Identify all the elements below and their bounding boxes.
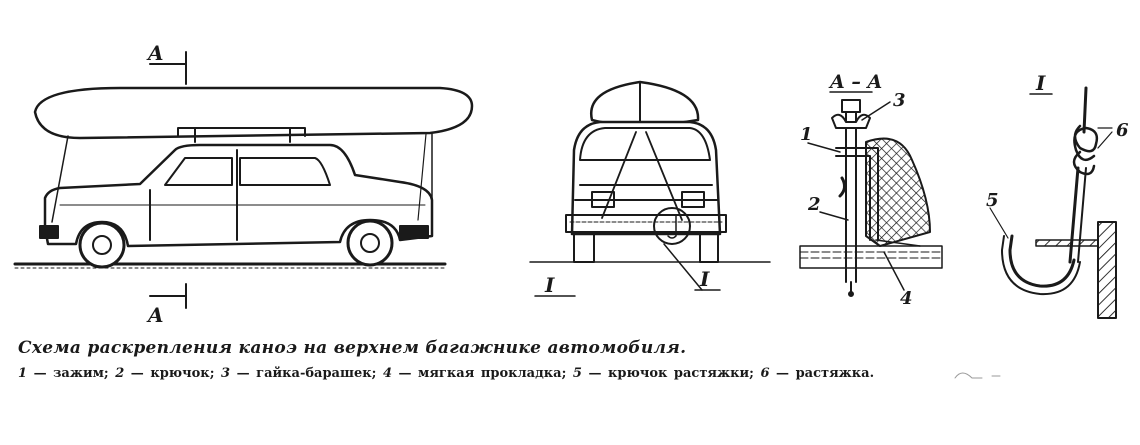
detail-i bbox=[989, 86, 1117, 319]
car-front-view bbox=[529, 80, 771, 297]
rope bbox=[1082, 86, 1088, 134]
label-section-aa: A – A bbox=[828, 71, 882, 93]
section-a-a bbox=[799, 91, 943, 297]
label-detail-i-callout: I bbox=[699, 267, 710, 291]
figure-legend: 1 — зажим; 2 — крючок; 3 — гайка-барашек… bbox=[18, 366, 874, 381]
legend-item: 6 — растяжка. bbox=[760, 366, 875, 381]
label-num-1: 1 bbox=[800, 124, 813, 145]
label-detail-i-front: I bbox=[544, 273, 555, 297]
label-num-4: 4 bbox=[900, 288, 913, 309]
scan-smudge bbox=[954, 372, 1001, 379]
label-section-a-top: A bbox=[146, 41, 164, 65]
roof-rack bbox=[177, 127, 306, 137]
label-num-5: 5 bbox=[986, 190, 999, 211]
label-section-a-bottom: A bbox=[146, 303, 164, 327]
label-num-3: 3 bbox=[893, 90, 906, 111]
legend-item: 3 — гайка-барашек; bbox=[221, 366, 383, 381]
wing-nut bbox=[831, 113, 871, 129]
figure-caption: Схема раскрепления каноэ на верхнем бага… bbox=[18, 338, 687, 358]
legend-item: 2 — крючок; bbox=[115, 366, 222, 381]
canoe-side bbox=[33, 86, 474, 140]
legend-item: 5 — крючок растяжки; bbox=[572, 366, 761, 381]
legend-item: 1 — зажим; bbox=[18, 366, 116, 381]
label-num-6: 6 bbox=[1116, 120, 1129, 141]
car-side-view bbox=[13, 51, 474, 309]
canoe-front bbox=[589, 80, 700, 127]
rope-hook bbox=[1008, 234, 1076, 288]
legend-item: 4 — мягкая прокладка; bbox=[382, 366, 573, 381]
label-detail-i: I bbox=[1035, 71, 1046, 95]
label-num-2: 2 bbox=[807, 194, 821, 215]
